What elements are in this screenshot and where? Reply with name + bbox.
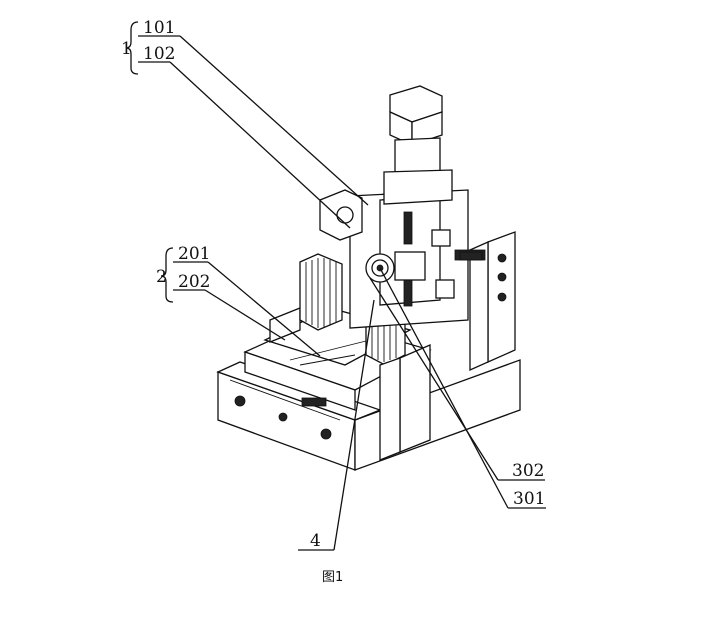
left-heatsink: [299, 253, 343, 331]
label-group-1: 1: [121, 39, 132, 59]
label-4: 4: [310, 531, 321, 551]
lead-screws: [301, 251, 483, 407]
leader-lines: [138, 35, 546, 551]
brace-1: [125, 21, 139, 75]
side-motor: [319, 189, 363, 241]
label-101: 101: [143, 18, 175, 38]
label-group-2: 2: [156, 267, 167, 287]
brace-2: [160, 247, 174, 303]
label-202: 202: [178, 272, 210, 292]
label-302: 302: [512, 461, 544, 481]
top-motor: [383, 85, 453, 205]
label-102: 102: [143, 44, 175, 64]
label-301: 301: [513, 489, 545, 509]
right-upright: [379, 231, 516, 461]
label-201: 201: [178, 244, 210, 264]
figure-caption: 图1: [322, 570, 343, 585]
